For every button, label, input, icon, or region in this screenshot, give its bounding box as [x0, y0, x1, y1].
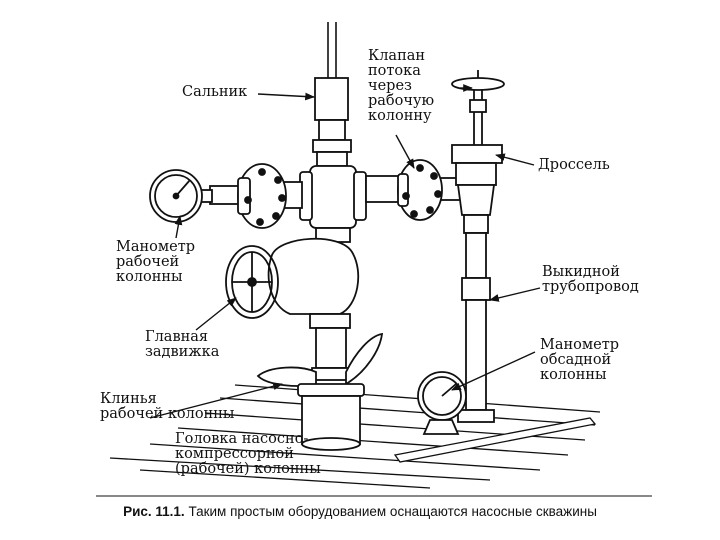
label-line: (рабочей) колонны	[175, 461, 321, 477]
label-line: потока	[368, 63, 421, 79]
label-tubing-flow-valve: Клапан потока через рабочую колонну	[368, 49, 434, 124]
label-line: задвижка	[145, 344, 220, 360]
label-line: рабочей колонны	[100, 406, 235, 422]
label-line: Клапан	[368, 48, 426, 64]
label-main-valve: Главная задвижка	[145, 330, 219, 360]
label-line: обсадной	[540, 352, 612, 368]
cross-fitting	[299, 165, 367, 243]
polished-rod	[327, 22, 337, 78]
label-tubing-head: Головка насосно- компрессорной (рабочей)…	[175, 432, 321, 477]
slips	[256, 332, 384, 387]
label-slips: Клинья рабочей колонны	[100, 392, 234, 422]
caption-text: Таким простым оборудованием оснащаются н…	[188, 504, 597, 519]
tubing-gauge-icon	[149, 169, 203, 223]
label-line: Манометр	[116, 239, 196, 255]
label-line: компрессорной	[175, 446, 294, 462]
label-casing-gauge: Манометр обсадной колонны	[540, 338, 619, 383]
label-line: через	[368, 78, 412, 94]
right-flange	[397, 159, 443, 221]
casing-gauge-icon	[417, 371, 467, 435]
lower-spool	[311, 327, 351, 381]
label-line: Выкидной	[542, 264, 620, 280]
label-line: Сальник	[182, 84, 248, 100]
flow-line	[457, 232, 495, 423]
label-arrows	[149, 84, 541, 419]
label-line: колонны	[540, 367, 607, 383]
label-flow-line: Выкидной трубопровод	[542, 265, 639, 295]
label-line: рабочей	[116, 254, 180, 270]
floor-boards	[109, 384, 601, 489]
label-line: трубопровод	[542, 279, 639, 295]
handwheel-icon	[225, 245, 279, 319]
choke-assembly	[451, 70, 505, 234]
label-line: рабочую	[368, 93, 435, 109]
right-pipe	[365, 175, 463, 203]
left-pipe	[195, 181, 303, 209]
main-gate-valve	[267, 237, 360, 329]
label-line: Манометр	[540, 337, 620, 353]
tubing-head	[297, 383, 365, 451]
label-line: колонну	[368, 108, 432, 124]
stuffing-box	[312, 77, 352, 167]
label-line: колонны	[116, 269, 183, 285]
label-line: Главная	[145, 329, 209, 345]
label-choke: Дроссель	[538, 158, 610, 173]
label-tubing-gauge: Манометр рабочей колонны	[116, 240, 195, 285]
caption-prefix: Рис. 11.1.	[123, 504, 185, 519]
left-flange	[237, 163, 287, 229]
label-line: Головка насосно-	[175, 431, 309, 447]
label-line: Клинья	[100, 391, 157, 407]
label-line: Дроссель	[538, 157, 610, 173]
label-stuffing-box: Сальник	[182, 85, 247, 100]
figure-caption: Рис. 11.1. Таким простым оборудованием о…	[0, 504, 720, 519]
